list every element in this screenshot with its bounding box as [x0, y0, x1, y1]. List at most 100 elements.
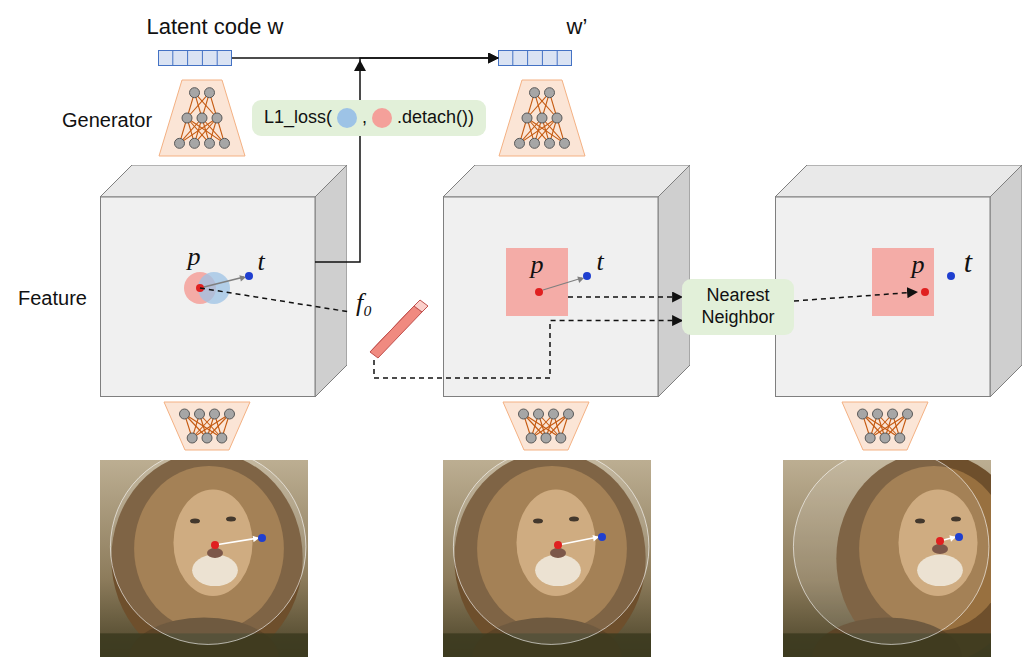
target-point [245, 272, 253, 280]
generator-trapezoid [842, 402, 928, 450]
generator-neuron [519, 409, 529, 419]
generator-icon [842, 402, 928, 450]
target-point [598, 533, 606, 541]
loss-text: , [362, 106, 367, 129]
target-point [947, 272, 955, 280]
generator-trapezoid [164, 402, 250, 450]
generator-neuron [530, 88, 540, 98]
loss-circle [372, 108, 392, 128]
feature-vector: f₀ [350, 290, 434, 360]
generator-neuron [195, 409, 205, 419]
feature-cube: pt [443, 165, 690, 397]
feature-cube: pt [775, 165, 1022, 397]
point-label: t [596, 249, 603, 275]
generator-icon [164, 402, 250, 450]
generator-neuron [197, 113, 207, 123]
generator-neuron [202, 433, 212, 443]
handle-point [936, 537, 944, 545]
generator-neuron [190, 88, 200, 98]
feature-cube: pt [100, 165, 347, 397]
lion-photo [100, 449, 308, 662]
latent-code-outline [499, 51, 572, 66]
cube-side [990, 165, 1022, 397]
generator-neuron [541, 433, 551, 443]
process-label: Nearest Neighbor [688, 285, 788, 328]
shifted-patch [198, 272, 230, 304]
generator-icon [159, 80, 245, 156]
latent-code-cell [172, 50, 173, 66]
generator-neuron [180, 409, 190, 419]
point-label: t [257, 249, 264, 275]
lion-photo-clip [783, 460, 991, 657]
motion-arrow-head [577, 277, 584, 283]
loss-text: .detach()) [397, 106, 474, 129]
generator-neuron [534, 409, 544, 419]
generator-icon [503, 402, 589, 450]
loss-text: L1_loss( [264, 106, 332, 129]
lion-photo [443, 449, 651, 662]
handle-point [535, 288, 543, 296]
latent-code-cell [542, 50, 543, 66]
generator-neuron [190, 138, 200, 148]
generator-neuron [217, 433, 227, 443]
latent-code-cell [187, 50, 188, 66]
handle-point [921, 288, 929, 296]
generator-neuron [880, 433, 890, 443]
cube-side [315, 165, 347, 397]
generator-neuron [873, 409, 883, 419]
point-label: t [964, 247, 972, 277]
drag-arrow-head [593, 535, 600, 542]
generator-neuron [225, 409, 235, 419]
feature-vector-front [370, 306, 422, 358]
latent-code-cell [217, 50, 218, 66]
generator-neuron [552, 113, 562, 123]
generator-neuron [522, 113, 532, 123]
generator-neuron [175, 138, 185, 148]
cube-shape [775, 165, 1022, 397]
latent-code-cell [202, 50, 203, 66]
target-point [258, 534, 266, 542]
generator-neuron [210, 409, 220, 419]
latent-code-bar: Latent code w [158, 50, 232, 66]
generator-neuron [549, 409, 559, 419]
point-label: p [188, 244, 201, 270]
latent-code-cell [527, 50, 528, 66]
generator-neuron [187, 433, 197, 443]
cube-top [775, 165, 1022, 197]
generator-neuron [895, 433, 905, 443]
latent-code-shape [158, 50, 232, 66]
target-point [955, 533, 963, 541]
generator-neuron [530, 138, 540, 148]
generator-neuron [526, 433, 536, 443]
feature-vector-label: f₀ [356, 290, 372, 316]
drag-arrow [215, 538, 258, 545]
cube-front [101, 197, 316, 397]
generator-neuron [537, 113, 547, 123]
latent-code-cell [512, 50, 513, 66]
motion-arrow [543, 278, 582, 290]
generator-label: Generator [62, 108, 152, 132]
latent-code-bar: w’ [498, 50, 572, 66]
motion-arrow [204, 277, 244, 287]
generator-neuron [560, 138, 570, 148]
generator-neuron [556, 433, 566, 443]
lion-photo-clip [100, 460, 308, 657]
feature-label: Feature [18, 286, 87, 310]
latent-code-outline [159, 51, 232, 66]
target-point [583, 272, 591, 280]
lion-photo-clip [443, 460, 651, 657]
feature-vector-cap [414, 300, 428, 312]
lion-photo [783, 449, 1024, 662]
loss-circle [337, 108, 357, 128]
handle-point [211, 541, 219, 549]
edit-region [110, 460, 306, 644]
generator-neuron [205, 138, 215, 148]
loss-box: L1_loss(, .detach()) [252, 100, 486, 135]
generator-neuron [865, 433, 875, 443]
cube-front [776, 197, 991, 397]
generator-neuron [903, 409, 913, 419]
generator-neuron [182, 113, 192, 123]
generator-neuron [515, 138, 525, 148]
